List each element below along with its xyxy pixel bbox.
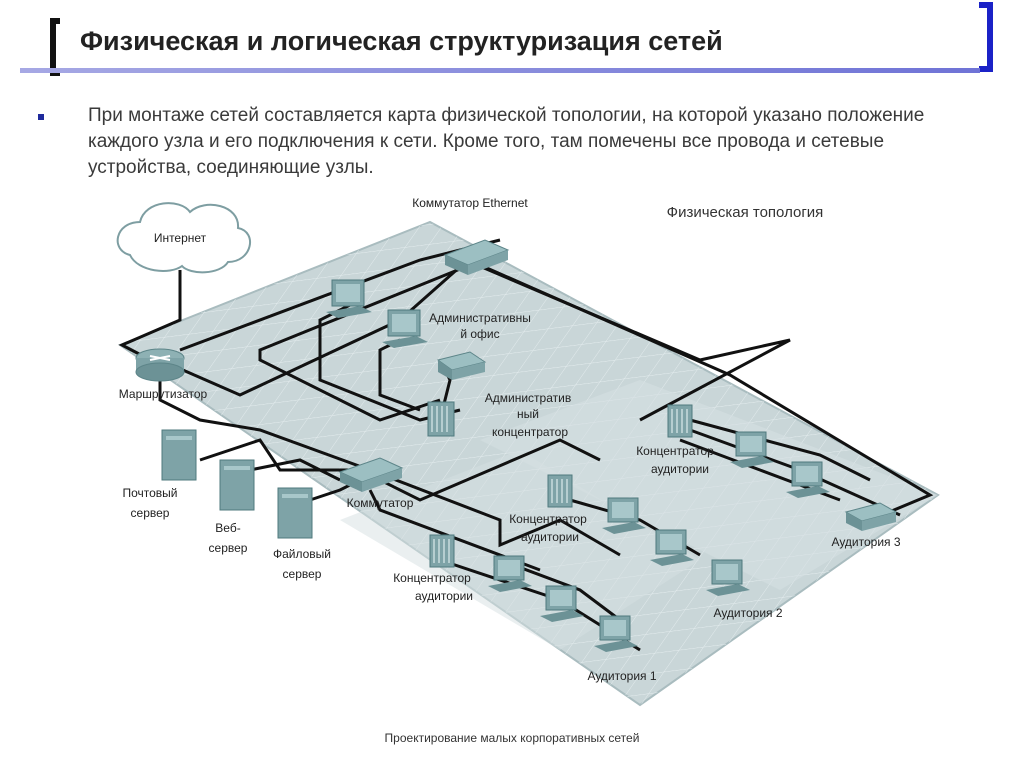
classroom-hub-b-label-2: аудитории bbox=[521, 530, 579, 544]
classroom-hub-c-label-1: Концентратор bbox=[393, 571, 471, 585]
pc-icon bbox=[382, 309, 428, 348]
pc-icon bbox=[594, 615, 638, 652]
pc-icon bbox=[488, 555, 532, 592]
file-server-icon bbox=[277, 487, 313, 539]
pc-icon bbox=[786, 461, 830, 498]
web-server-label-2: сервер bbox=[209, 541, 248, 555]
classroom-hub-c-label-2: аудитории bbox=[415, 589, 473, 603]
room2-label: Аудитория 2 bbox=[713, 606, 782, 620]
file-server-label-1: Файловый bbox=[273, 547, 331, 561]
printer-icon bbox=[844, 502, 898, 531]
pc-icon bbox=[730, 431, 774, 468]
diagram-heading: Физическая топология bbox=[667, 204, 824, 221]
admin-hub-label-3: концентратор bbox=[492, 425, 568, 439]
router-icon bbox=[135, 348, 185, 382]
mail-server-label-1: Почтовый bbox=[122, 486, 177, 500]
ethernet-switch-label: Коммутатор Ethernet bbox=[412, 196, 528, 210]
ethernet-switch-icon bbox=[443, 239, 510, 275]
slide-footer: Проектирование малых корпоративных сетей bbox=[384, 731, 640, 745]
admin-hub-label-2: ный bbox=[517, 407, 539, 421]
room1-label: Аудитория 1 bbox=[587, 669, 656, 683]
title-bracket-right bbox=[979, 2, 993, 72]
admin-hub-label-1: Административ bbox=[485, 391, 571, 405]
classroom-hub-b-label-1: Концентратор bbox=[509, 512, 587, 526]
admin-office-label-2: й офис bbox=[460, 327, 499, 341]
printer-icon bbox=[436, 351, 487, 380]
bullet-marker bbox=[38, 114, 44, 120]
classroom-hub-icon bbox=[667, 404, 693, 438]
mail-server-label-2: сервер bbox=[131, 506, 170, 520]
pc-icon bbox=[706, 559, 750, 596]
pc-icon bbox=[650, 529, 694, 566]
classroom-hub-icon bbox=[547, 474, 573, 508]
admin-hub-icon bbox=[427, 401, 455, 437]
mail-server-icon bbox=[161, 429, 197, 481]
pc-icon bbox=[602, 497, 646, 534]
slide-title: Физическая и логическая структуризация с… bbox=[80, 26, 723, 56]
web-server-icon bbox=[219, 459, 255, 511]
admin-office-label-1: Административны bbox=[429, 311, 531, 325]
physical-topology-diagram: Интернет Маршрутизатор Коммутатор Ethern… bbox=[116, 196, 940, 707]
internet-label: Интернет bbox=[154, 231, 207, 245]
title-underline bbox=[20, 68, 980, 73]
pc-icon bbox=[326, 279, 372, 318]
title-bracket-left bbox=[50, 18, 60, 76]
pc-icon bbox=[540, 585, 584, 622]
room3-label: Аудитория 3 bbox=[831, 535, 900, 549]
file-server-label-2: сервер bbox=[283, 567, 322, 581]
router-label: Маршрутизатор bbox=[119, 387, 208, 401]
classroom-hub-icon bbox=[429, 534, 455, 568]
classroom-hub-a-label-1: Концентратор bbox=[636, 444, 714, 458]
internet-cloud-icon bbox=[116, 202, 251, 274]
classroom-hub-a-label-2: аудитории bbox=[651, 462, 709, 476]
web-server-label-1: Веб- bbox=[215, 521, 240, 535]
body-paragraph: При монтаже сетей составляется карта физ… bbox=[88, 105, 925, 178]
switch-label: Коммутатор bbox=[347, 496, 414, 510]
switch-icon bbox=[338, 457, 404, 492]
